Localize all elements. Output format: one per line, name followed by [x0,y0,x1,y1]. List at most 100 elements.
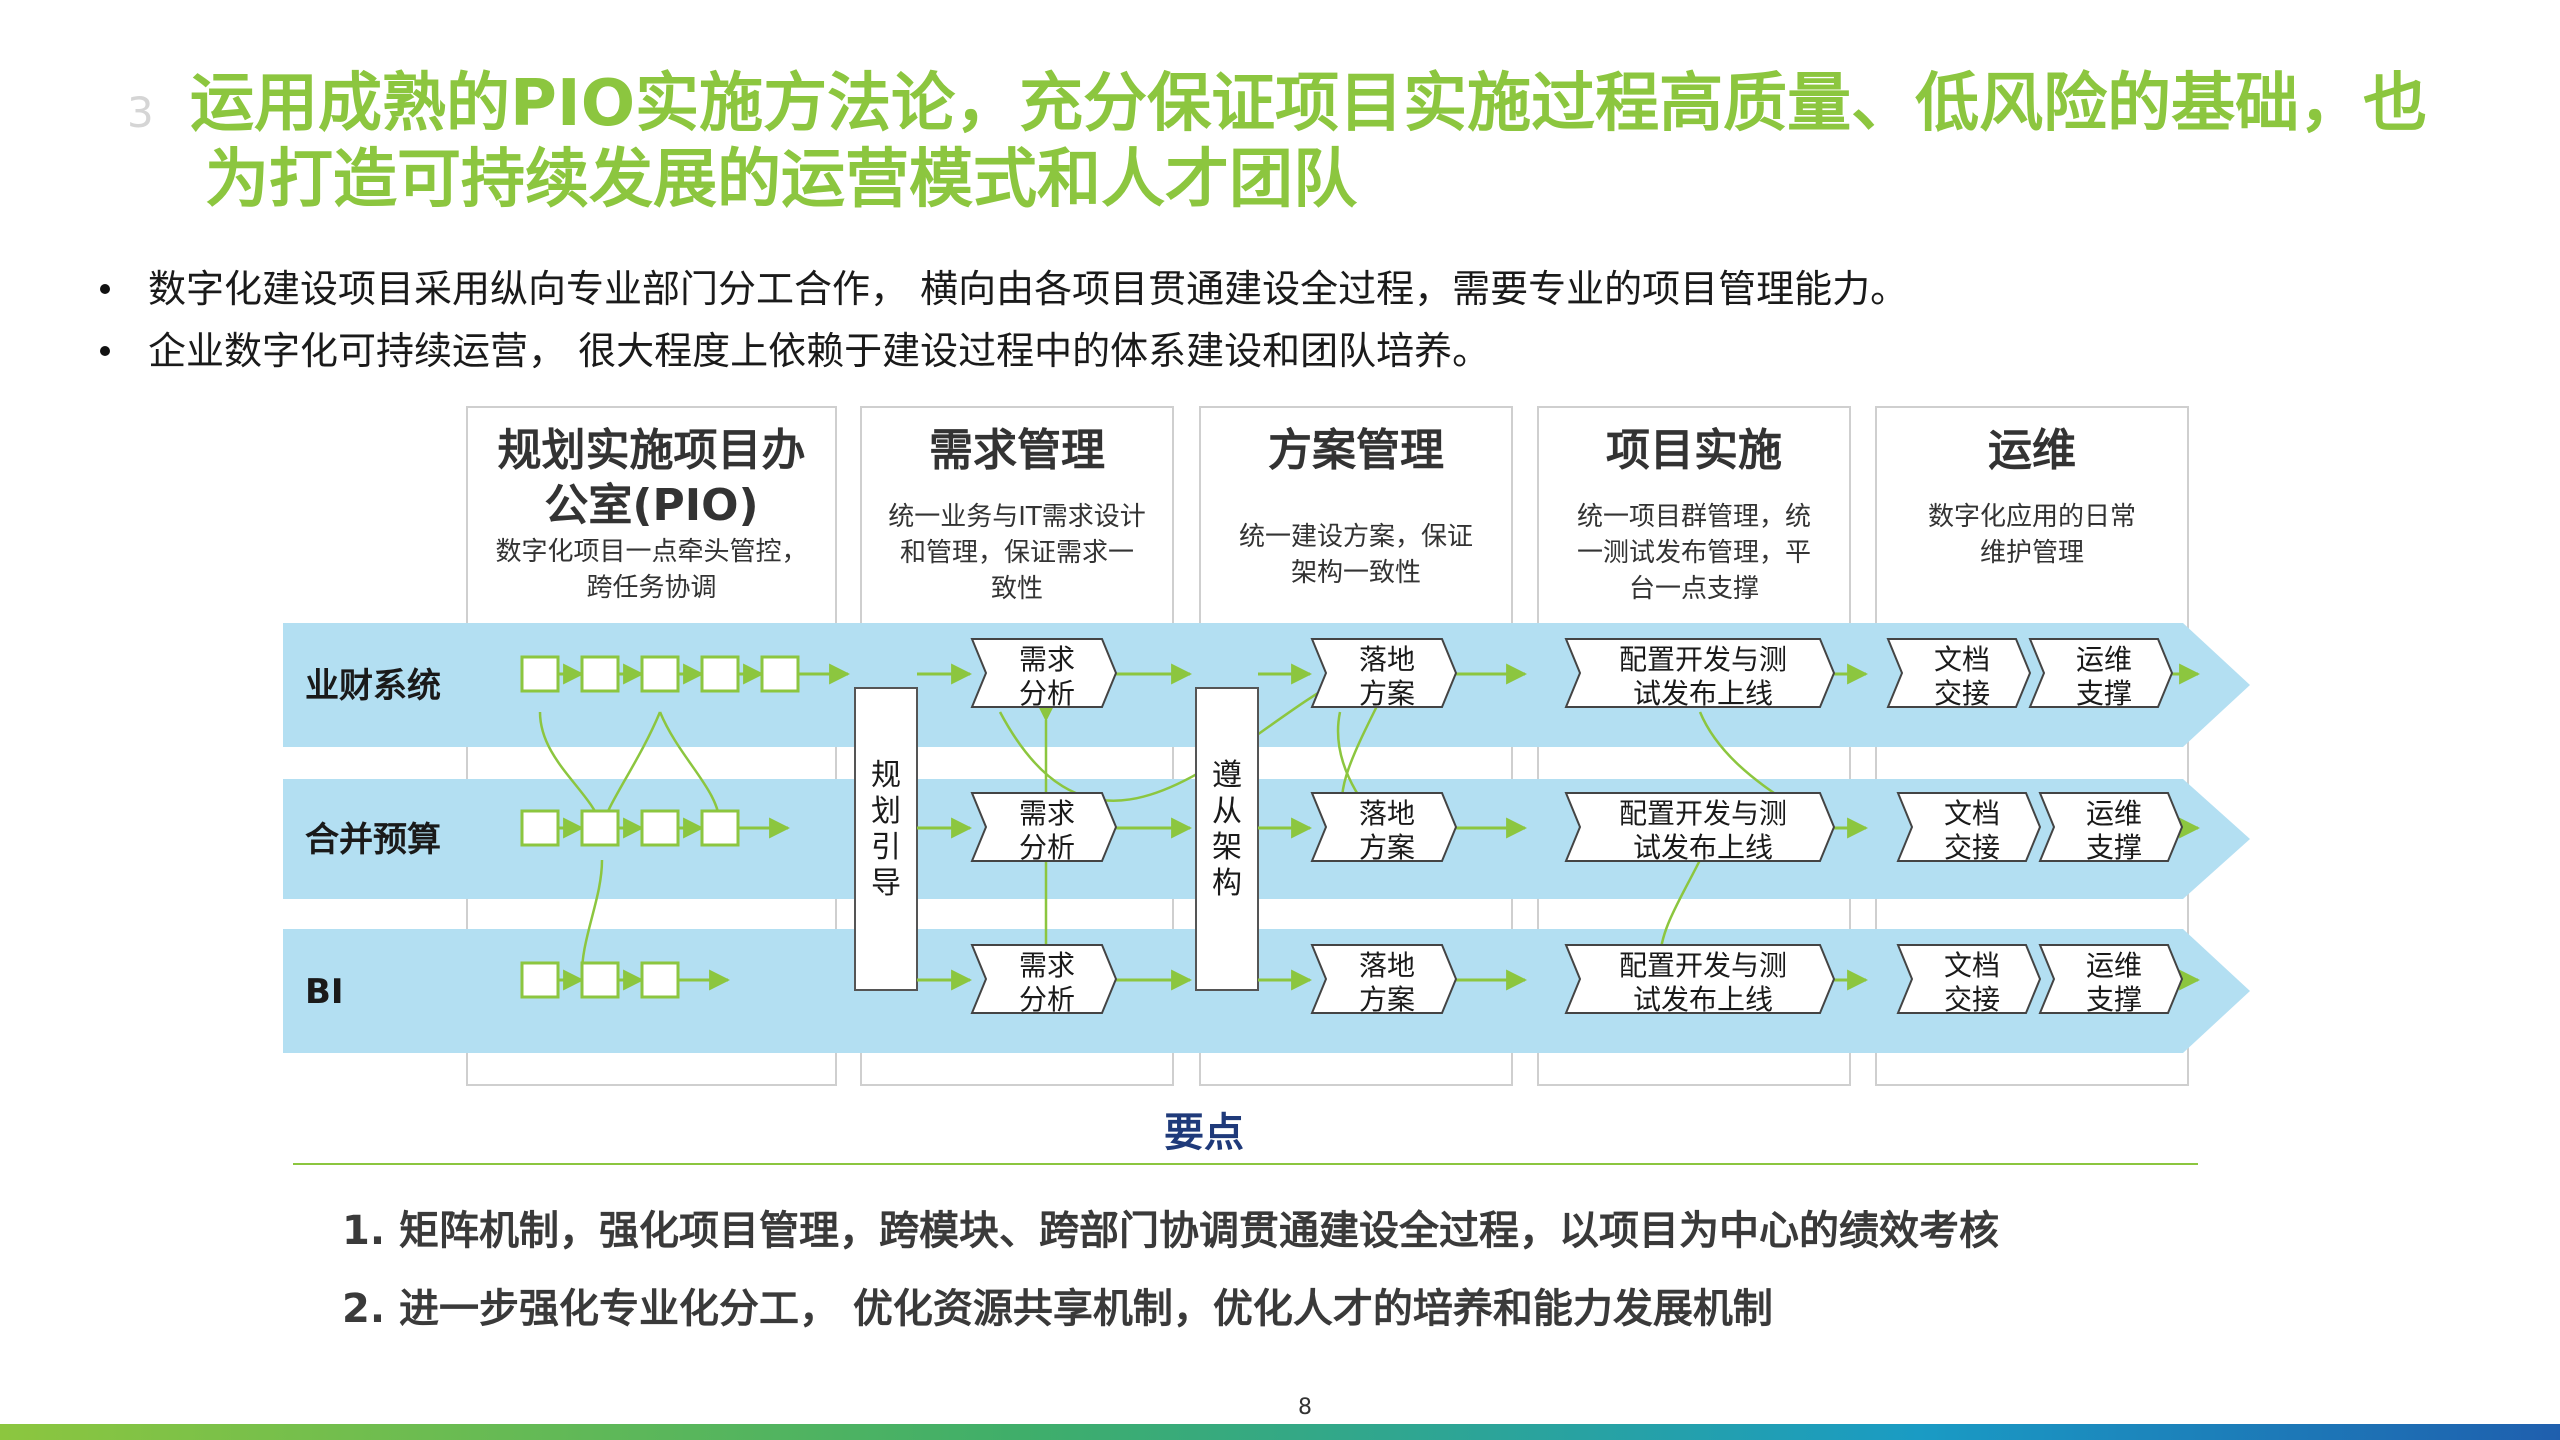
implementation-chevron [1564,638,1836,708]
handover-chevron [1896,792,2042,862]
chevron-label: 需求 [1019,949,1075,982]
chevron-label: 落地 [1359,949,1415,982]
vertical-stage-box [854,687,918,991]
column-description: 一测试发布管理，平 [1577,538,1811,568]
chevron-label: 支撑 [2086,983,2142,1016]
task-box [520,961,560,999]
column-description: 和管理，保证需求一 [900,538,1134,568]
column-title: 需求管理 [929,425,1105,476]
requirement-chevron [970,792,1118,862]
chevron-label: 方案 [1359,677,1415,710]
vertical-stage-char: 架 [1212,830,1242,865]
handover-chevron [1886,638,2032,708]
column-description: 维护管理 [1980,538,2084,568]
column-title: 公室(PIO) [544,480,758,531]
chevron-label: 运维 [2086,797,2142,830]
chevron-label: 配置开发与测 [1619,949,1787,982]
swimlane-label: 合并预算 [305,820,441,860]
bullet-dot [100,346,110,356]
support-chevron [2038,944,2184,1014]
chevron-label: 试发布上线 [1633,831,1773,864]
chevron-label: 配置开发与测 [1619,643,1787,676]
requirement-chevron [970,944,1118,1014]
chevron-label: 分析 [1019,831,1075,864]
vertical-stage-char: 遵 [1212,758,1242,793]
task-box [640,961,680,999]
task-box [700,809,740,847]
chevron-label: 方案 [1359,983,1415,1016]
support-chevron [2028,638,2174,708]
column-description: 跨任务协调 [586,573,716,603]
task-box [580,809,620,847]
bullet-item: 数字化建设项目采用纵向专业部门分工合作， 横向由各项目贯通建设全过程，需要专业的… [100,258,1908,320]
chevron-label: 支撑 [2086,831,2142,864]
column-description: 致性 [991,574,1043,604]
column-description: 台一点支撑 [1629,574,1759,604]
vertical-stage-char: 规 [871,758,901,793]
chevron-label: 文档 [1934,643,1990,676]
key-points-divider [293,1163,2198,1165]
task-box [640,809,680,847]
vertical-stage-char: 导 [871,866,901,901]
bullet-item: 企业数字化可持续运营， 很大程度上依赖于建设过程中的体系建设和团队培养。 [100,320,1908,382]
column-description: 统一业务与IT需求设计 [888,502,1146,532]
task-box [580,961,620,999]
key-point-item: 2. 进一步强化专业化分工， 优化资源共享机制，优化人才的培养和能力发展机制 [342,1286,1773,1332]
key-point-item: 1. 矩阵机制，强化项目管理，跨模块、跨部门协调贯通建设全过程，以项目为中心的绩… [342,1208,1999,1254]
swimlane-label: 业财系统 [305,666,441,706]
vertical-stage-char: 引 [871,830,901,865]
chevron-label: 需求 [1019,797,1075,830]
slide-title-line-1: 运用成熟的PIO实施方法论，充分保证项目实施过程高质量、低风险的基础，也 [190,67,2428,141]
chevron-label: 运维 [2086,949,2142,982]
chevron-label: 文档 [1944,949,2000,982]
implementation-chevron [1564,792,1836,862]
chevron-label: 运维 [2076,643,2132,676]
handover-chevron [1896,944,2042,1014]
task-box [760,655,800,693]
chevron-label: 需求 [1019,643,1075,676]
chevron-label: 交接 [1944,831,2000,864]
implementation-chevron [1564,944,1836,1014]
vertical-stage-char: 划 [871,794,901,829]
task-box [700,655,740,693]
chevron-label: 方案 [1359,831,1415,864]
section-number: 3 [127,88,154,137]
support-chevron [2038,792,2184,862]
bullet-dot [100,284,110,294]
bullet-text: 企业数字化可持续运营， 很大程度上依赖于建设过程中的体系建设和团队培养。 [148,329,1491,373]
column-description: 统一建设方案，保证 [1239,522,1473,552]
chevron-label: 交接 [1934,677,1990,710]
task-box [520,809,560,847]
chevron-label: 落地 [1359,797,1415,830]
column-title: 项目实施 [1606,425,1782,476]
vertical-stage-box [1195,687,1259,991]
vertical-stage-char: 从 [1212,794,1242,829]
solution-chevron [1310,944,1458,1014]
column-description: 统一项目群管理，统 [1577,502,1811,532]
chevron-label: 文档 [1944,797,2000,830]
column-title: 方案管理 [1268,425,1444,476]
requirement-chevron [970,638,1118,708]
chevron-label: 支撑 [2076,677,2132,710]
chevron-label: 分析 [1019,677,1075,710]
chevron-label: 落地 [1359,643,1415,676]
vertical-stage-char: 构 [1212,866,1242,901]
slide-title: 运用成熟的PIO实施方法论，充分保证项目实施过程高质量、低风险的基础，也 为打造… [190,66,2450,218]
chevron-label: 试发布上线 [1633,983,1773,1016]
swimlane-label: BI [305,972,344,1012]
column-title: 规划实施项目办 [498,425,806,476]
bottom-gradient-bar [0,1424,2560,1440]
chevron-label: 交接 [1944,983,2000,1016]
bullet-list: 数字化建设项目采用纵向专业部门分工合作， 横向由各项目贯通建设全过程，需要专业的… [100,258,1908,382]
column-description: 数字化项目一点牵头管控， [495,537,807,567]
column-description: 数字化应用的日常 [1928,502,2136,532]
chevron-label: 分析 [1019,983,1075,1016]
key-points-heading: 要点 [1164,1110,1244,1156]
column-title: 运维 [1988,425,2076,476]
bullet-text: 数字化建设项目采用纵向专业部门分工合作， 横向由各项目贯通建设全过程，需要专业的… [148,267,1909,311]
solution-chevron [1310,792,1458,862]
task-box [640,655,680,693]
page-number: 8 [1298,1395,1312,1420]
slide-title-line-2: 为打造可持续发展的运营模式和人才团队 [205,143,1357,217]
